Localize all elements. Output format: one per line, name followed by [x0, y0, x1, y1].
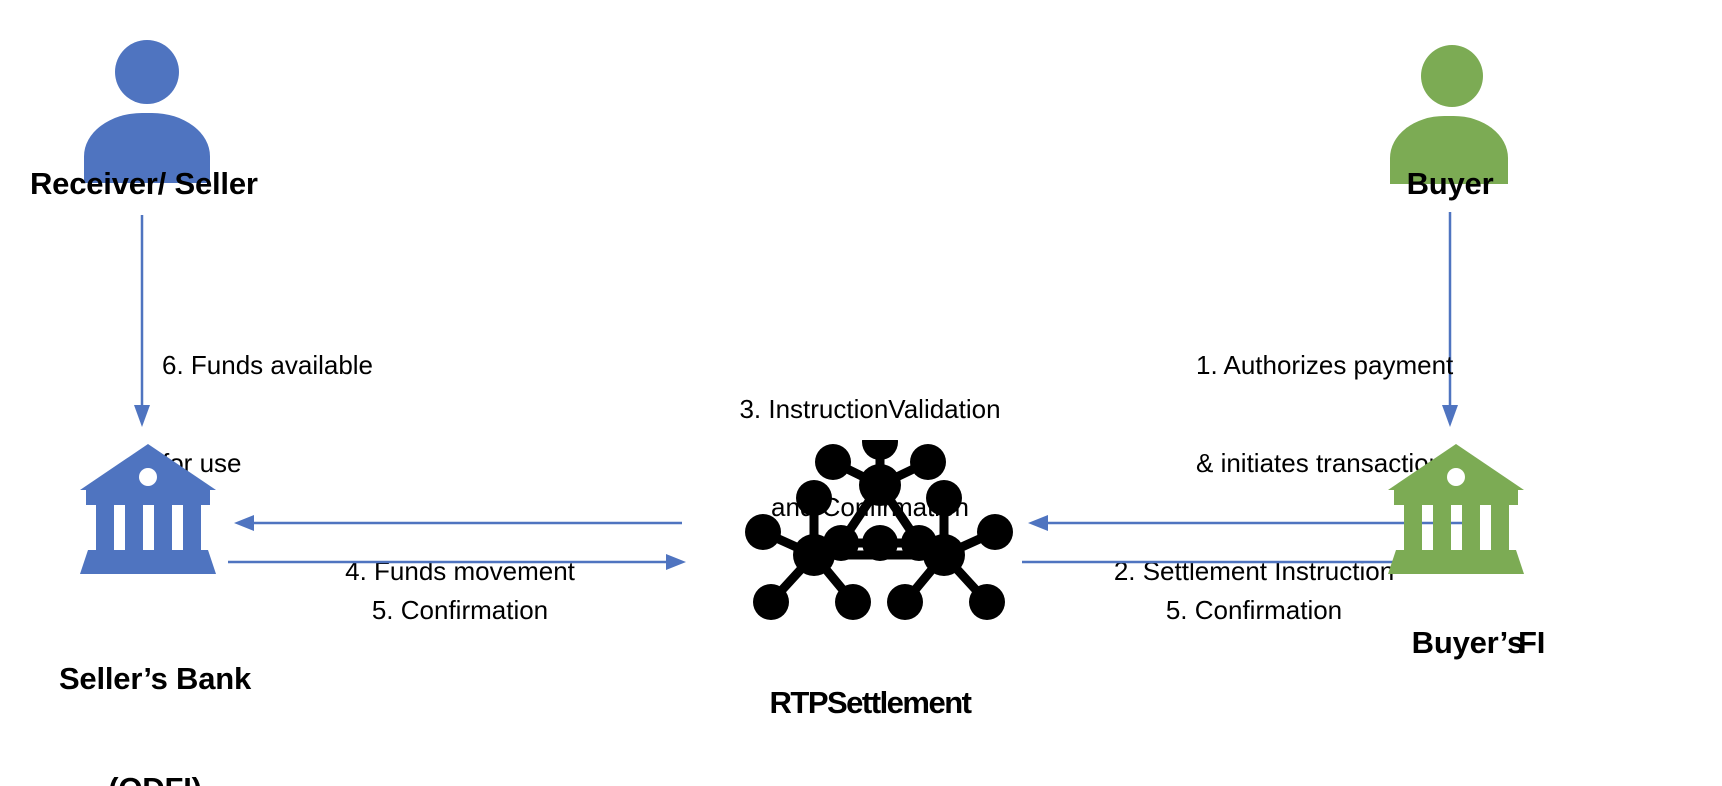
step-5-left-line1: 5. Confirmation [371, 595, 549, 625]
person-head-shape-buyer [1421, 45, 1483, 107]
step-1-line1: 1. Authorizes payment [1196, 350, 1454, 380]
bank-icon-buyers-fi [1388, 444, 1524, 574]
arrow-network-to-sellers-bank [234, 515, 682, 531]
bank-icon-sellers-bank [80, 444, 216, 574]
buyers-fi-label-main: Buyer’s [1411, 624, 1525, 660]
step-label-5-right: 5. Confirmation [1034, 529, 1474, 692]
arrow-sellers-bank-to-network [228, 554, 686, 570]
rtp-label-line1: RTPSettlement [769, 685, 972, 721]
step-label-5-left: 5. Confirmation [240, 529, 680, 692]
step-5-right-line1: 5. Confirmation [1165, 595, 1343, 625]
step-1-line2: & initiates transaction [1196, 447, 1444, 478]
node-label-buyers-fi: Buyer’sFI [1378, 588, 1718, 698]
person-icon-buyer [1390, 45, 1516, 184]
arrow-sellers-bank-to-receiver [134, 215, 150, 427]
step-6-line1: 6. Funds available [162, 350, 374, 380]
node-label-buyer: Buyer [1406, 166, 1494, 201]
network-icon-rtp [745, 440, 1013, 620]
person-body-shape [84, 113, 210, 183]
person-body-shape-buyer [1390, 116, 1508, 184]
step-3-line1: 3. InstructionValidation [739, 394, 1001, 424]
node-label-rtp-network: RTPSettlement Network [660, 610, 1080, 786]
sellers-bank-line2: (ODFI) [0, 771, 310, 786]
arrow-buyer-to-buyers-fi [1442, 212, 1458, 427]
person-icon-receiver-seller [84, 40, 210, 183]
node-label-receiver-seller: Receiver/ Seller [30, 166, 258, 201]
step-label-1: 1. Authorizes payment & initiates transa… [1196, 284, 1526, 544]
person-head-shape [115, 40, 179, 104]
buyers-fi-label-suffix: FI [1517, 624, 1546, 660]
node-label-sellers-bank: Seller’s Bank (ODFI) [0, 588, 310, 786]
sellers-bank-line1: Seller’s Bank [58, 661, 252, 697]
